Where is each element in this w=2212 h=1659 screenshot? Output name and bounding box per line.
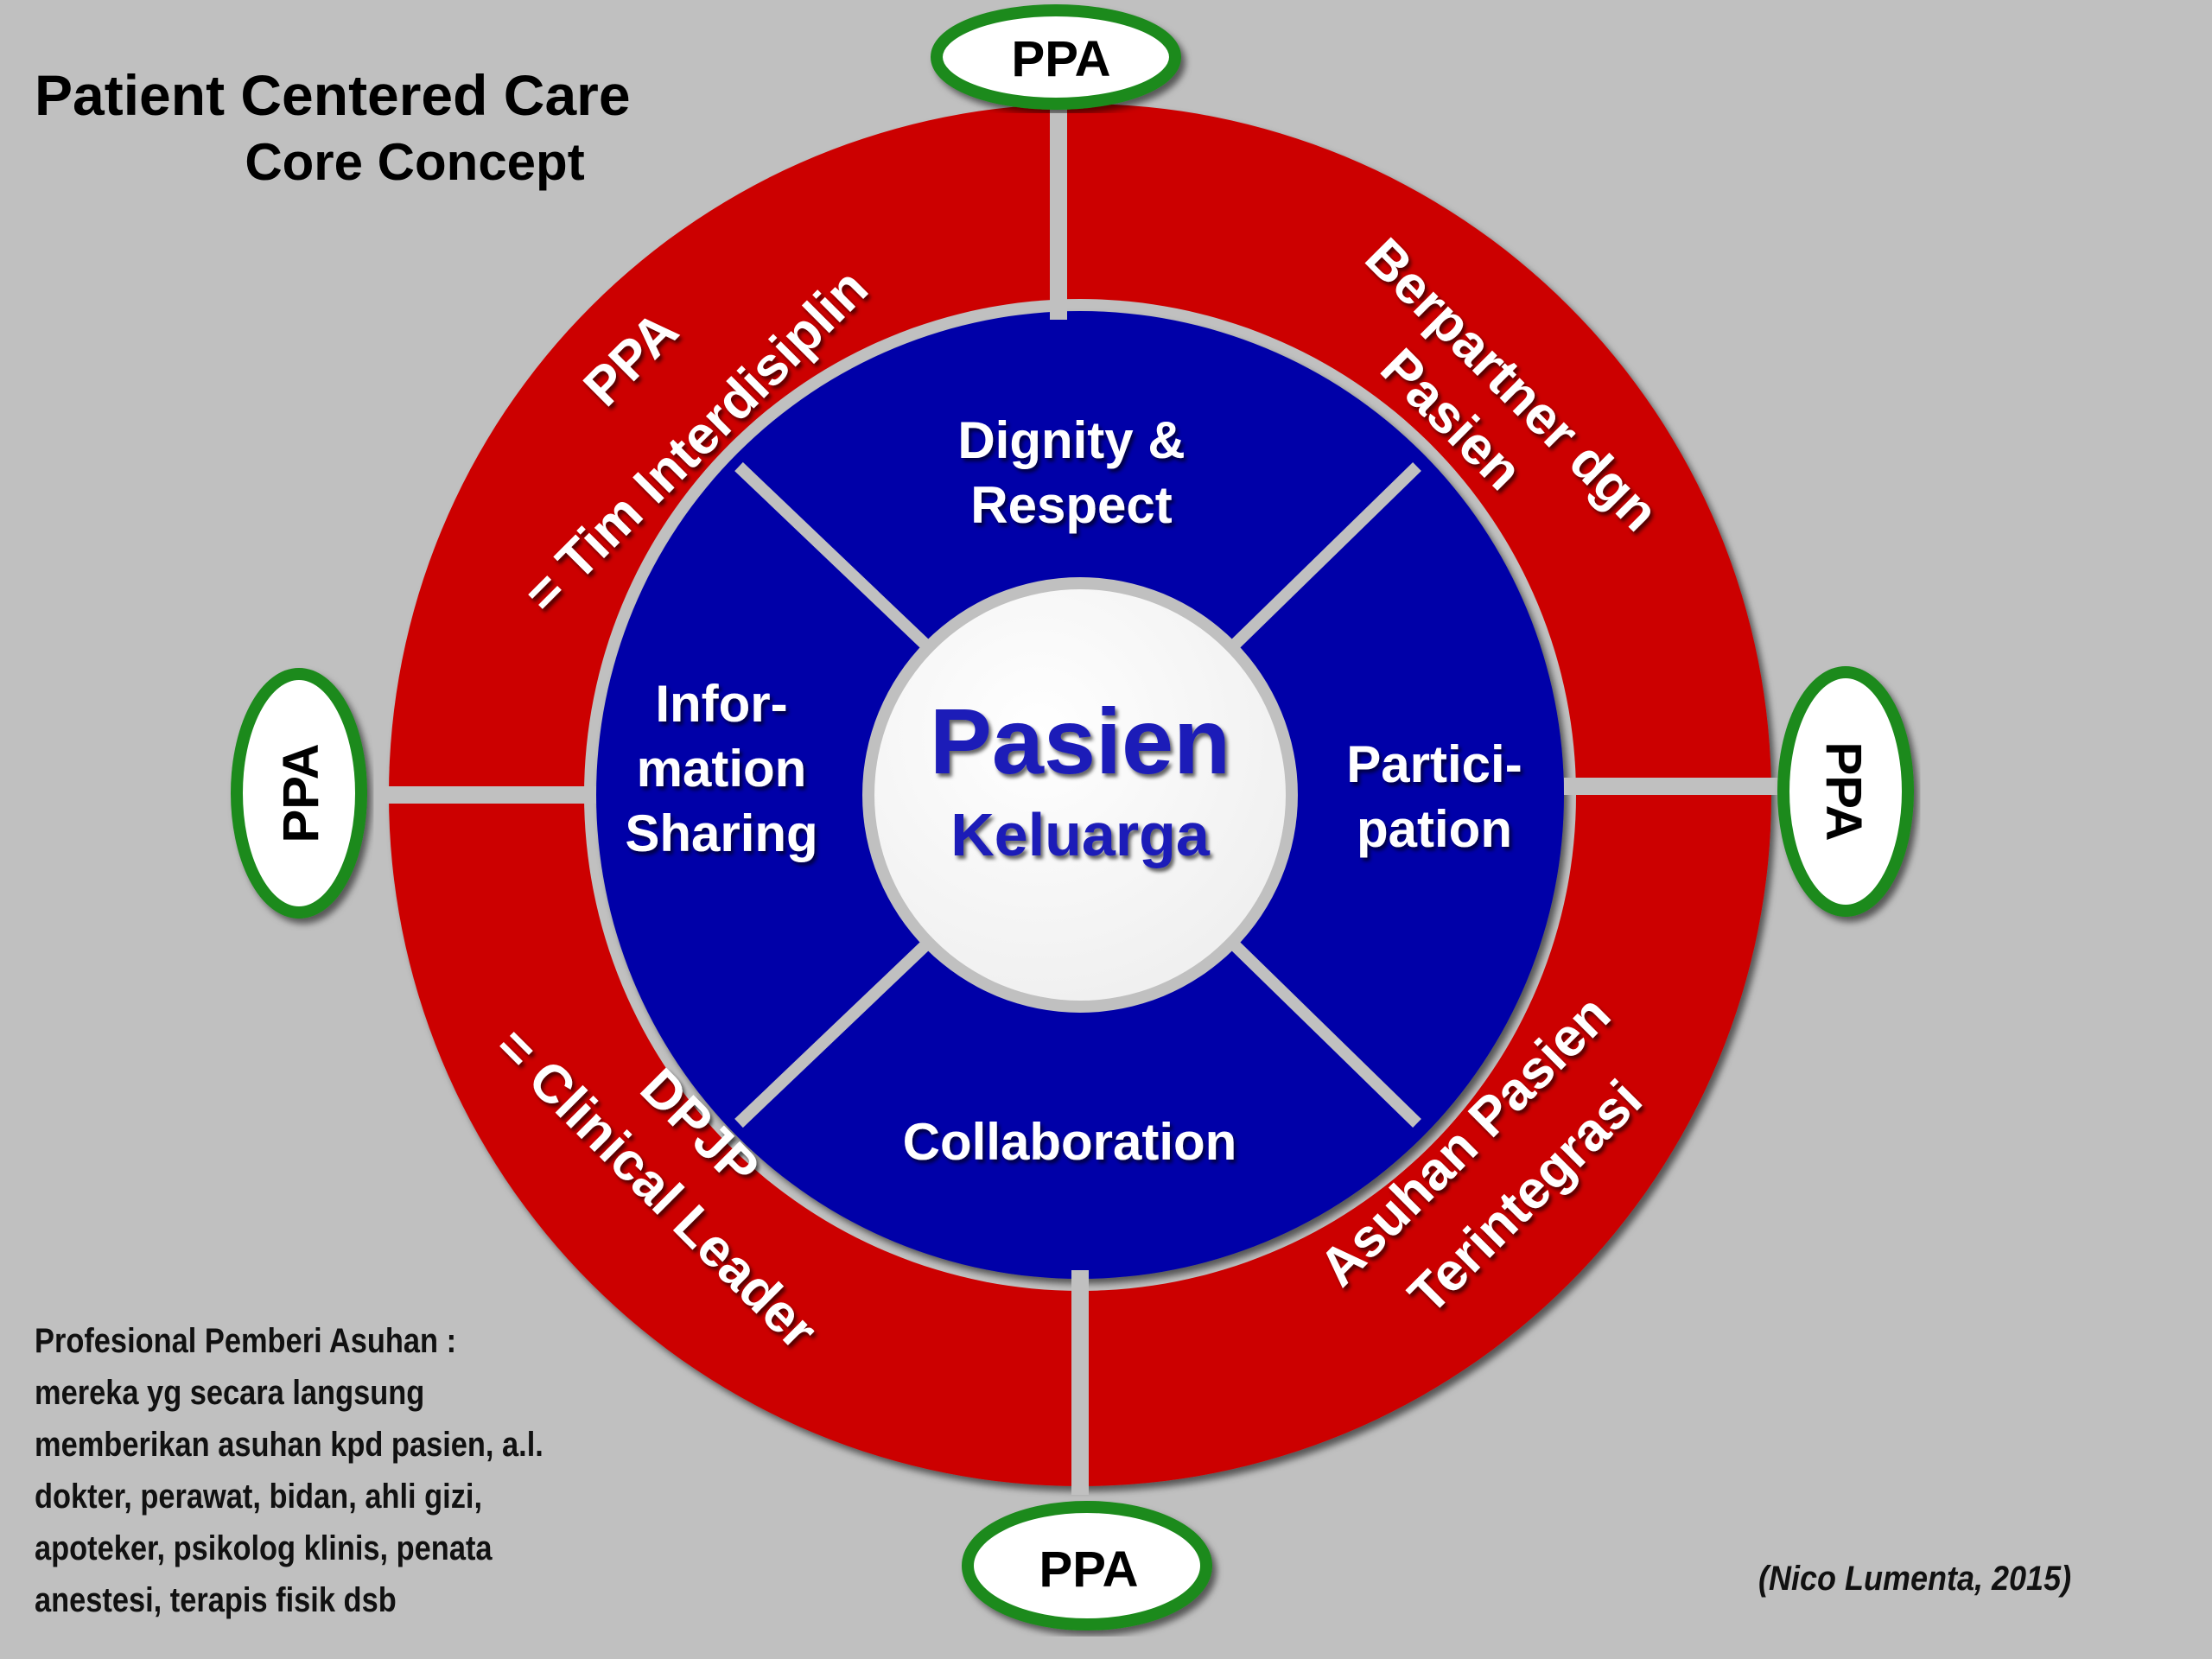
center-label-pasien: Pasien: [930, 689, 1230, 793]
title-line-1: Patient Centered Care: [35, 63, 631, 127]
footnote-line-6: anestesi, terapis fisik dsb: [35, 1581, 397, 1619]
footnote-line-1: Profesional Pemberi Asuhan :: [35, 1322, 457, 1360]
inner-left-line-1: Infor-: [655, 675, 787, 733]
footnote-line-3: memberikan asuhan kpd pasien, a.l.: [35, 1426, 543, 1464]
inner-right-line-2: pation: [1357, 800, 1512, 858]
ppa-badge-left: PPA: [231, 668, 367, 918]
ppa-badge-bottom: PPA: [962, 1501, 1212, 1630]
inner-right-line-1: Partici-: [1346, 735, 1522, 793]
ppa-badge-bottom-label: PPA: [1039, 1541, 1139, 1598]
ppa-badge-top: PPA: [931, 4, 1181, 110]
inner-top-line-2: Respect: [970, 476, 1172, 534]
inner-bottom-line-1: Collaboration: [903, 1113, 1237, 1171]
footnote-line-5: apoteker, psikolog klinis, penata: [35, 1529, 493, 1567]
footnote-line-2: mereka yg secara langsung: [35, 1374, 425, 1412]
inner-dividers: [734, 461, 1421, 1128]
inner-left-line-2: mation: [637, 740, 807, 798]
ppa-badge-right-label: PPA: [1815, 742, 1872, 842]
inner-segment-left: Infor- mation Sharing: [625, 675, 817, 862]
inner-segment-right: Partici- pation: [1346, 735, 1522, 858]
ppa-badge-right: PPA: [1777, 666, 1914, 917]
inner-top-line-1: Dignity &: [957, 411, 1185, 469]
center-label-keluarga: Keluarga: [950, 801, 1211, 868]
ppa-definition-note: Profesional Pemberi Asuhan : mereka yg s…: [35, 1315, 629, 1626]
inner-left-line-3: Sharing: [625, 804, 817, 862]
diagram-title: Patient Centered Care Core Concept: [35, 60, 795, 195]
outer-dividers: [380, 95, 1780, 1495]
center-circle: [874, 589, 1286, 1001]
ppa-badge-top-label: PPA: [1012, 31, 1111, 87]
ppa-badge-left-label: PPA: [273, 744, 329, 843]
footnote-line-4: dokter, perawat, bidan, ahli gizi,: [35, 1478, 483, 1516]
title-line-2: Core Concept: [245, 133, 585, 191]
inner-segment-bottom: Collaboration: [903, 1113, 1237, 1171]
inner-segment-top: Dignity & Respect: [957, 411, 1185, 534]
source-credit: (Nico Lumenta, 2015): [1758, 1560, 2072, 1598]
